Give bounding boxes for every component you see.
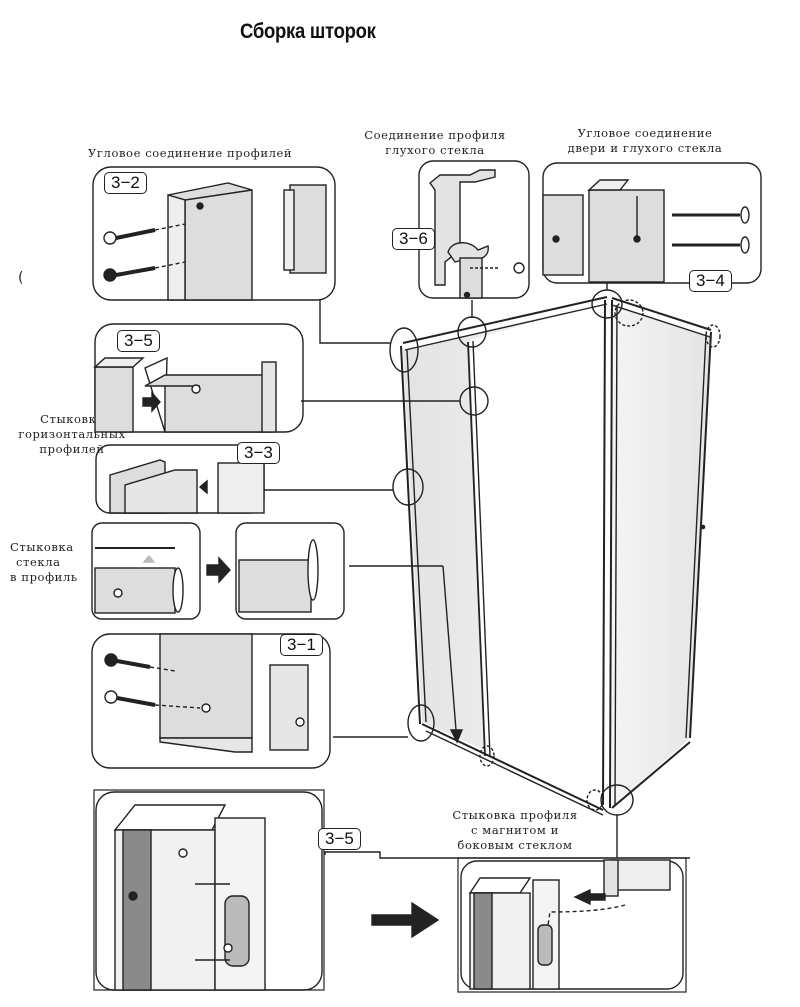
screw-icon [103, 223, 186, 245]
step-tag-3-5-lower: 3−5 [318, 828, 361, 850]
callout-circle-dashed [614, 299, 644, 327]
caption-line: в профиль [10, 570, 78, 584]
detail-box-3-1 [91, 633, 331, 769]
caption-door-fixed-corner: Угловое соединение двери и глухого стекл… [545, 126, 745, 156]
page-title: Сборка шторок [240, 20, 376, 43]
callout-circle-dashed [705, 324, 721, 348]
caption-corner-profiles: Угловое соединение профилей [88, 146, 293, 160]
caption-line: Стыковка профиля [452, 808, 578, 822]
step-tag-3-5-upper: 3−5 [117, 330, 160, 352]
screw-icon [103, 261, 186, 282]
arrow-right-icon [371, 901, 440, 939]
detail-box-3-6 [418, 160, 530, 299]
step-tag-3-3: 3−3 [237, 442, 280, 464]
callout-circle-dashed [479, 745, 495, 767]
caption-fixed-glass-profile: Соединение профиля глухого стекла [345, 128, 525, 158]
leader-lines [262, 282, 690, 859]
callout-circle [389, 327, 419, 373]
caption-line: глухого стекла [385, 143, 485, 157]
screw-icon [672, 206, 750, 224]
step-tag-3-2: 3−2 [104, 172, 147, 194]
caption-line: стекла [16, 555, 61, 569]
callout-circle [407, 704, 435, 742]
detail-box-3-2 [92, 166, 336, 301]
caption-line: двери и глухого стекла [567, 141, 723, 155]
caption-line: с магнитом и [470, 823, 559, 837]
shower-enclosure [349, 289, 721, 816]
step-tag-3-1: 3−1 [280, 634, 323, 656]
caption-line: боковым стеклом [457, 838, 573, 852]
caption-line: Стыковка [10, 540, 74, 554]
step-tag-3-6: 3−6 [392, 228, 435, 250]
arrow-left-icon [198, 479, 208, 495]
callout-circle [392, 468, 424, 506]
screw-icon [672, 236, 750, 254]
caption-line: Соединение профиля [364, 128, 506, 142]
stray-mark: ( [18, 270, 24, 286]
screw-icon [513, 262, 525, 274]
callout-circle-dashed [586, 789, 604, 811]
detail-box-3-5-upper [93, 323, 304, 433]
caption-glass-into-profile: Стыковка стекла в профиль [10, 540, 78, 585]
detail-box-3-5-lower [93, 789, 440, 991]
step-tag-3-4: 3−4 [689, 270, 732, 292]
arrow-right-icon [206, 556, 231, 584]
caption-line: Угловое соединение [577, 126, 713, 140]
screw-icon [104, 653, 176, 672]
caption-line: профилей [39, 442, 105, 456]
caption-line: Стыковка [40, 412, 104, 426]
detail-magnet-profile-join [457, 857, 687, 993]
caption-magnet-profile-join: Стыковка профиля с магнитом и боковым ст… [430, 808, 600, 853]
detail-glass-into-profile [91, 522, 345, 620]
screw-icon [104, 690, 201, 709]
detail-box-3-4 [542, 162, 762, 284]
detail-box-3-3 [95, 444, 265, 514]
arrow-right-icon [142, 391, 161, 413]
